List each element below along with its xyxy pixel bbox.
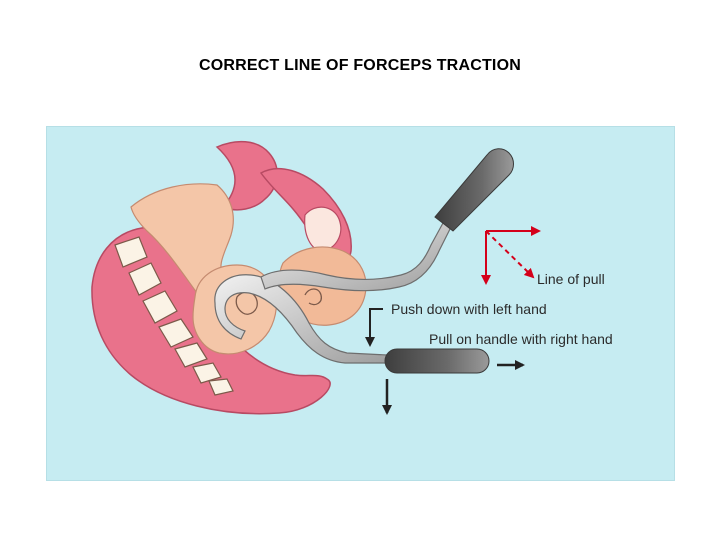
slide-title: CORRECT LINE OF FORCEPS TRACTION (199, 57, 521, 74)
forceps-traction-diagram: Line of pull Push down with left hand Pu… (46, 126, 675, 481)
sacrum-bones (114, 236, 234, 396)
line-of-pull-axes (481, 226, 541, 285)
line-of-pull-label: Line of pull (537, 271, 605, 287)
pull-handle-label: Pull on handle with right hand (429, 331, 613, 347)
forceps-upper-handle (434, 148, 514, 232)
push-down-arrow (365, 308, 383, 347)
forceps-lower-handle (384, 348, 490, 374)
push-down-label: Push down with left hand (391, 301, 547, 317)
